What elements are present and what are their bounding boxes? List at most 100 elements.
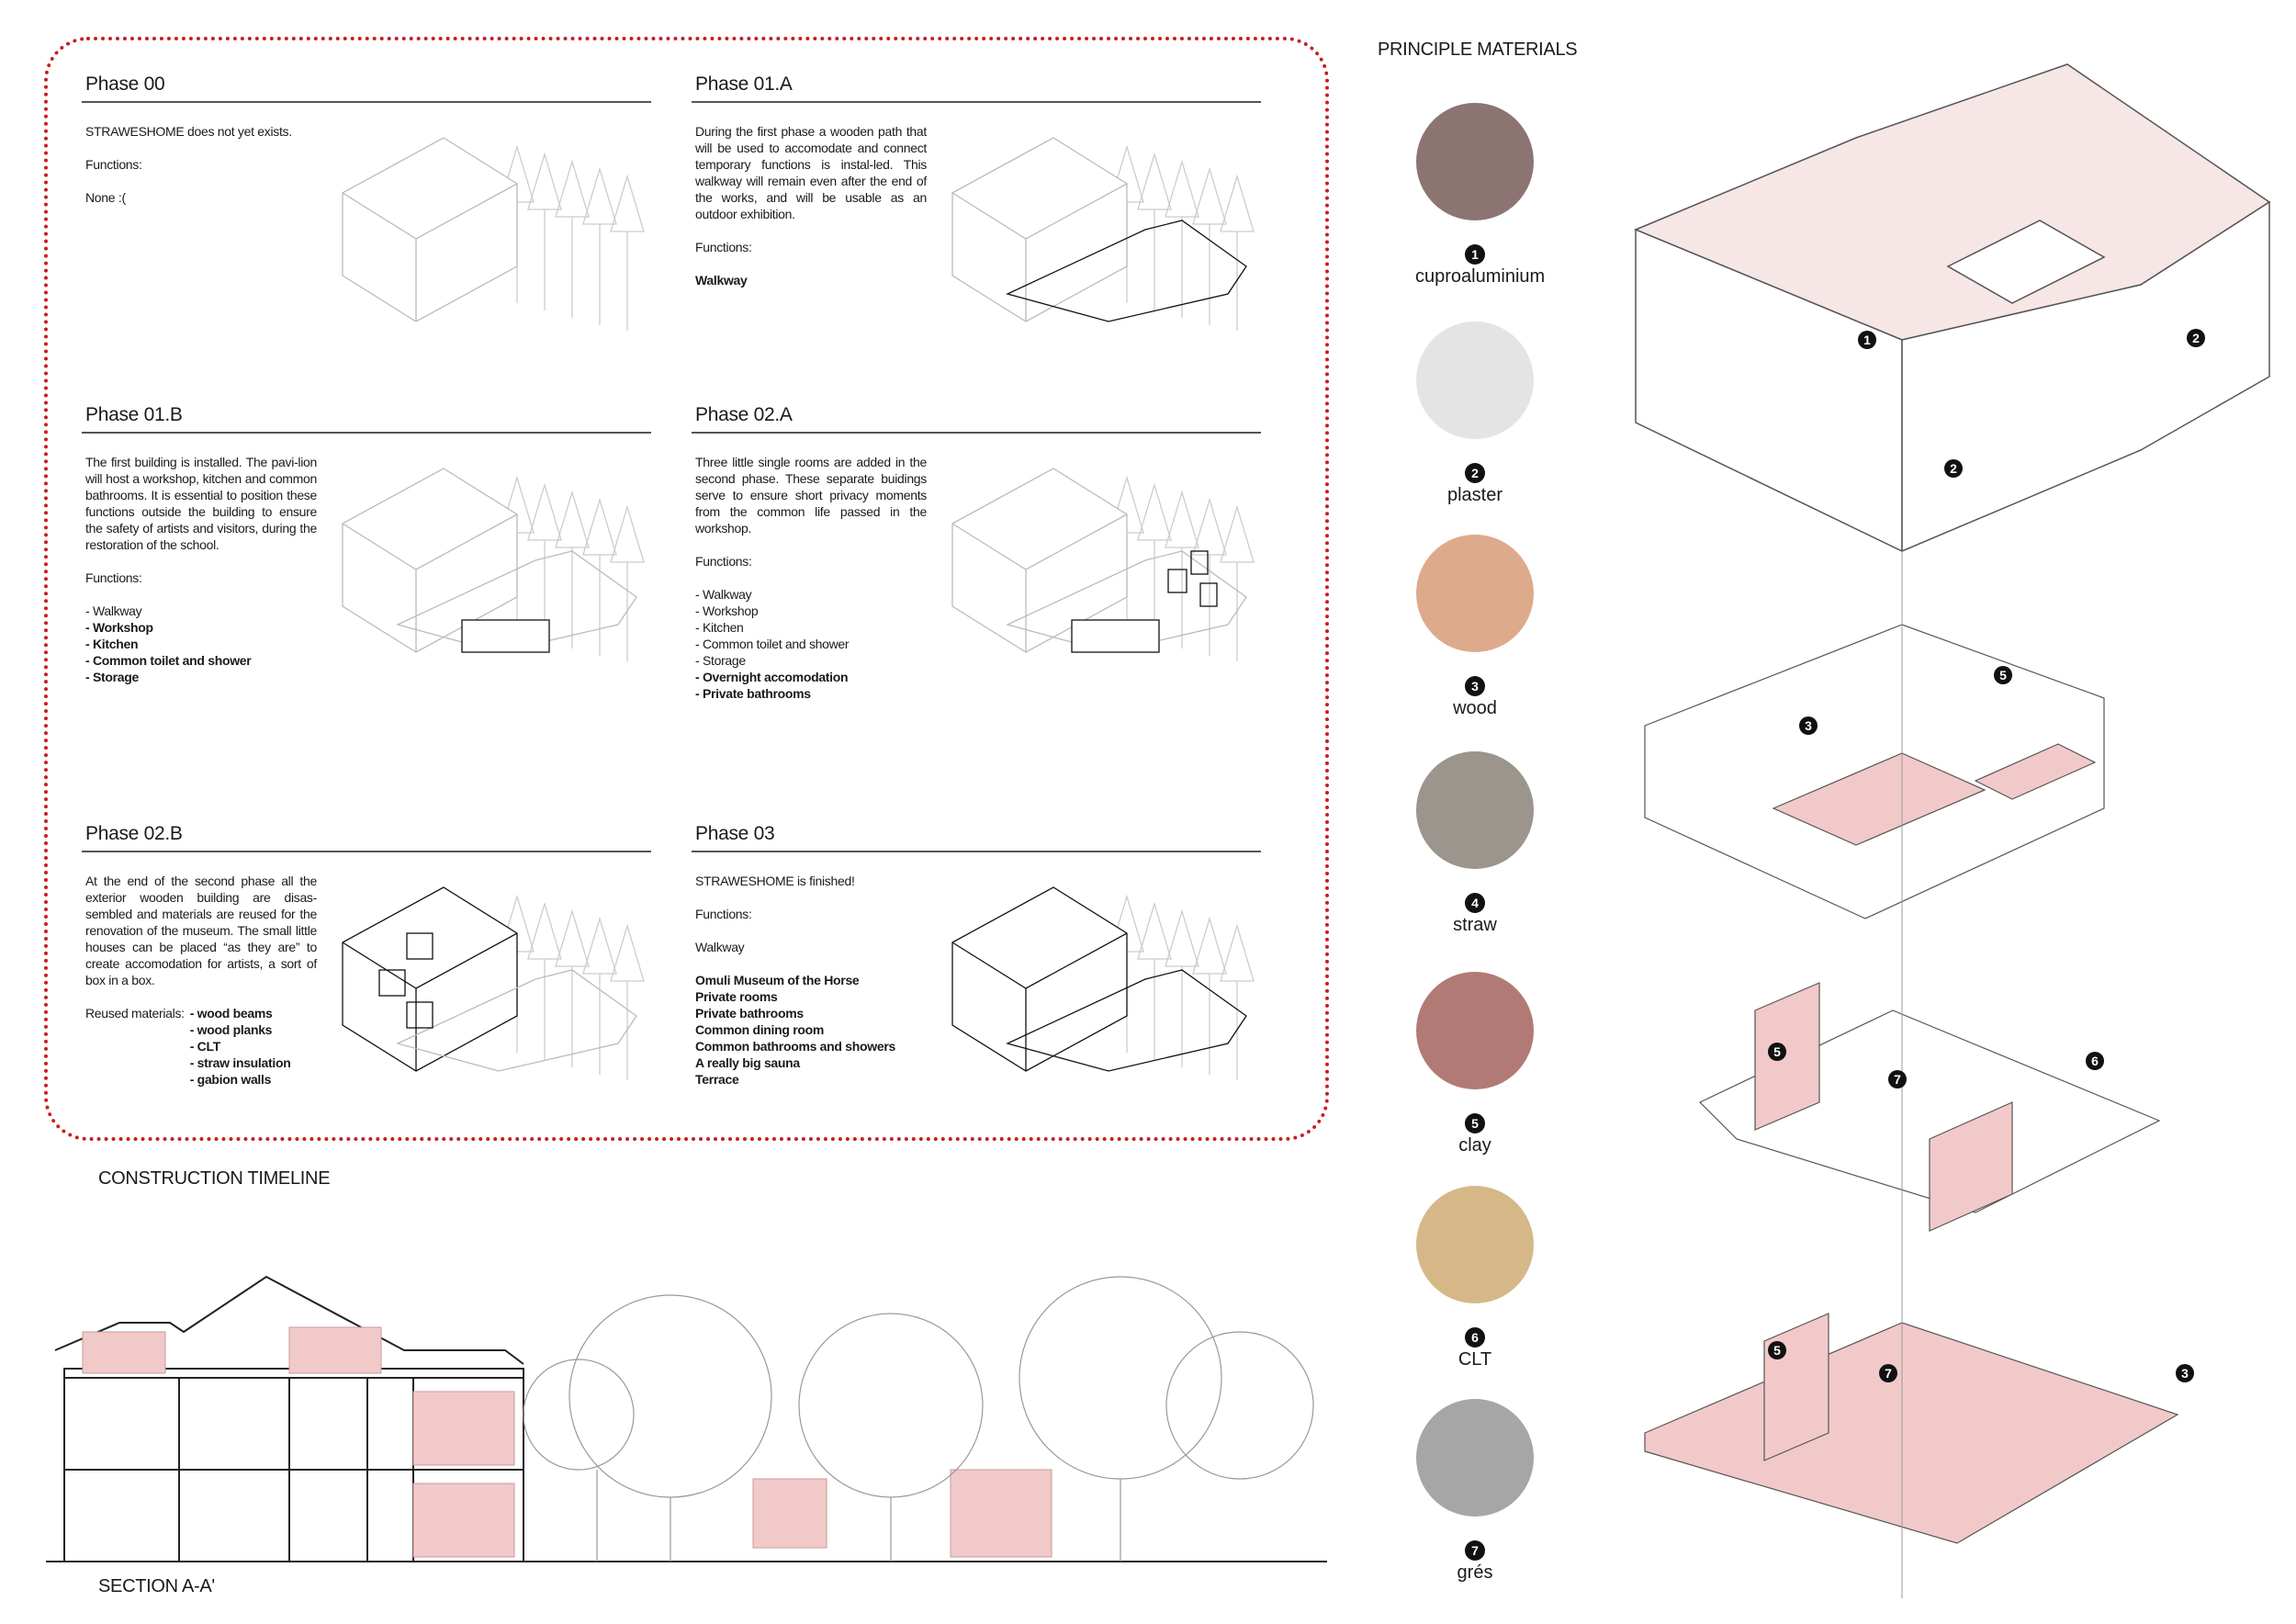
phase-title: Phase 02.A xyxy=(695,404,793,425)
phase-phase-00: Phase 00 STRAWESHOME does not yet exists.… xyxy=(82,73,655,441)
function-item: Walkway xyxy=(695,940,745,954)
timeline-title: CONSTRUCTION TIMELINE xyxy=(98,1168,331,1189)
function-item: - Workshop xyxy=(695,603,759,618)
material-swatch xyxy=(1416,1186,1534,1303)
function-item: - Overnight accomodation xyxy=(695,670,849,684)
functions-label: Functions: xyxy=(695,240,752,254)
phase-phase-03: Phase 03 STRAWESHOME is finished!Function… xyxy=(692,823,1265,1190)
material-label: wood xyxy=(1453,698,1497,718)
function-item: - Walkway xyxy=(85,603,142,618)
material-callout-badge: 1 xyxy=(1858,331,1876,349)
function-item: Terrace xyxy=(695,1072,739,1087)
function-item: - Storage xyxy=(695,653,746,668)
material-callout-badge: 2 xyxy=(2187,329,2205,347)
phase-body: STRAWESHOME does not yet exists. Function… xyxy=(85,123,317,206)
divider xyxy=(692,432,1261,434)
material-number-badge: 2 xyxy=(1465,463,1485,483)
phase-body: STRAWESHOME is finished!Functions:Walkwa… xyxy=(695,873,927,1088)
svg-text:7: 7 xyxy=(1894,1072,1901,1087)
section-drawing xyxy=(46,1275,1327,1562)
material-number-badge: 5 xyxy=(1465,1113,1485,1133)
material-swatch xyxy=(1416,972,1534,1089)
phase-description: At the end of the second phase all the e… xyxy=(85,874,317,987)
reused-item: - CLT xyxy=(189,1039,221,1054)
material-label: cuproaluminium xyxy=(1415,266,1546,287)
phase-description: STRAWESHOME does not yet exists. xyxy=(85,124,292,139)
material-callout-badge: 5 xyxy=(1994,666,2012,684)
reused-item: - wood planks xyxy=(189,1022,273,1037)
svg-text:5: 5 xyxy=(1999,668,2007,682)
material-label: plaster xyxy=(1446,485,1503,505)
reused-item: - wood beams xyxy=(189,1006,273,1021)
function-item: A really big sauna xyxy=(695,1055,800,1070)
phases-frame xyxy=(44,37,1329,1141)
function-item: Common bathrooms and showers xyxy=(695,1039,895,1054)
material-callout-badge: 7 xyxy=(1888,1070,1907,1088)
material-label: straw xyxy=(1453,915,1497,935)
phase-body: The first building is installed. The pav… xyxy=(85,454,317,685)
material-callout-badge: 5 xyxy=(1768,1341,1786,1359)
svg-text:3: 3 xyxy=(1805,718,1812,733)
material-callout-badge: 3 xyxy=(1799,716,1818,735)
function-item: Common dining room xyxy=(695,1022,825,1037)
reused-label: Reused materials: xyxy=(85,1006,185,1021)
divider xyxy=(82,432,651,434)
materials-title: PRINCIPLE MATERIALS xyxy=(1378,39,1578,60)
svg-text:5: 5 xyxy=(1773,1044,1781,1059)
phase-body: At the end of the second phase all the e… xyxy=(85,873,317,1088)
material-number-badge: 4 xyxy=(1465,893,1485,913)
material-swatch xyxy=(1416,535,1534,652)
function-item: - Kitchen xyxy=(695,620,744,635)
phase-description: STRAWESHOME is finished! xyxy=(695,874,855,888)
material-callout-badge: 2 xyxy=(1944,459,1963,478)
svg-text:3: 3 xyxy=(2181,1366,2189,1381)
svg-text:5: 5 xyxy=(1773,1343,1781,1358)
section-title: SECTION A-A' xyxy=(98,1576,215,1596)
phase-title: Phase 00 xyxy=(85,73,165,95)
svg-text:2: 2 xyxy=(2192,331,2200,345)
material-number-badge: 3 xyxy=(1465,676,1485,696)
divider xyxy=(692,851,1261,852)
material-label: CLT xyxy=(1458,1349,1492,1370)
phase-axonometric xyxy=(342,886,645,1080)
function-item: Walkway xyxy=(695,273,748,288)
phase-description: Three little single rooms are added in t… xyxy=(695,455,927,536)
phase-description: During the first phase a wooden path tha… xyxy=(695,124,927,221)
material-number-badge: 7 xyxy=(1465,1540,1485,1561)
function-item: - Kitchen xyxy=(85,637,139,651)
phase-description: The first building is installed. The pav… xyxy=(85,455,317,552)
material-number-badge: 6 xyxy=(1465,1327,1485,1348)
reused-item: - straw insulation xyxy=(189,1055,291,1070)
material-callout-badge: 3 xyxy=(2176,1364,2194,1382)
material-callout-badge: 6 xyxy=(2086,1052,2104,1070)
material-label: clay xyxy=(1458,1135,1491,1156)
functions-label: Functions: xyxy=(695,554,752,569)
function-item: Private rooms xyxy=(695,989,778,1004)
reused-item: - gabion walls xyxy=(189,1072,272,1087)
function-item: - Workshop xyxy=(85,620,153,635)
phase-phase-02-a: Phase 02.A Three little single rooms are … xyxy=(692,404,1265,772)
function-item: - Storage xyxy=(85,670,139,684)
phase-body: During the first phase a wooden path tha… xyxy=(695,123,927,288)
functions-label: Functions: xyxy=(85,157,142,172)
material-swatch xyxy=(1416,103,1534,220)
svg-text:1: 1 xyxy=(1863,333,1871,347)
phase-title: Phase 03 xyxy=(695,823,775,844)
divider xyxy=(692,101,1261,103)
material-swatch xyxy=(1416,751,1534,869)
phase-body: Three little single rooms are added in t… xyxy=(695,454,927,702)
material-number-badge: 1 xyxy=(1465,244,1485,265)
phase-axonometric xyxy=(951,468,1255,661)
function-item xyxy=(695,955,927,972)
phase-axonometric xyxy=(951,886,1255,1080)
